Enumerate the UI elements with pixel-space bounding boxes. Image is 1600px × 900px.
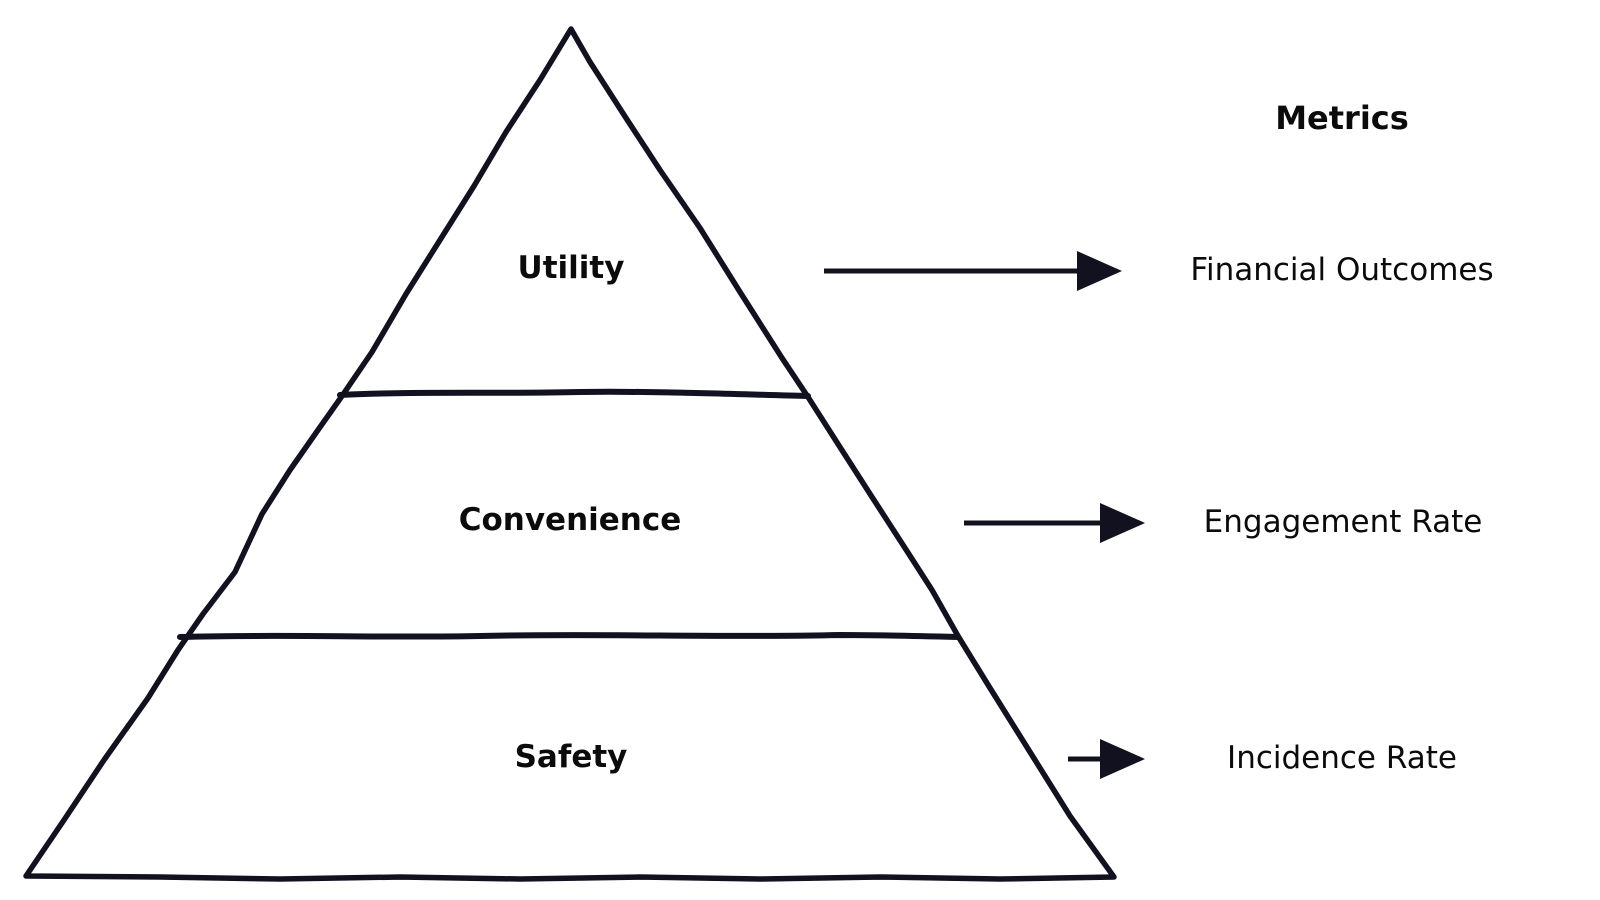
metrics-heading: Metrics — [1275, 99, 1409, 137]
tier-label-safety: Safety — [514, 739, 628, 775]
metric-label-incidence-rate: Incidence Rate — [1227, 740, 1457, 776]
metric-label-financial-outcomes: Financial Outcomes — [1190, 252, 1494, 288]
metric-label-engagement-rate: Engagement Rate — [1203, 504, 1483, 540]
tier-divider-lower — [177, 631, 961, 640]
tier-label-convenience: Convenience — [458, 502, 682, 538]
tier-label-utility: Utility — [517, 250, 625, 286]
tier-divider-upper — [337, 388, 811, 399]
